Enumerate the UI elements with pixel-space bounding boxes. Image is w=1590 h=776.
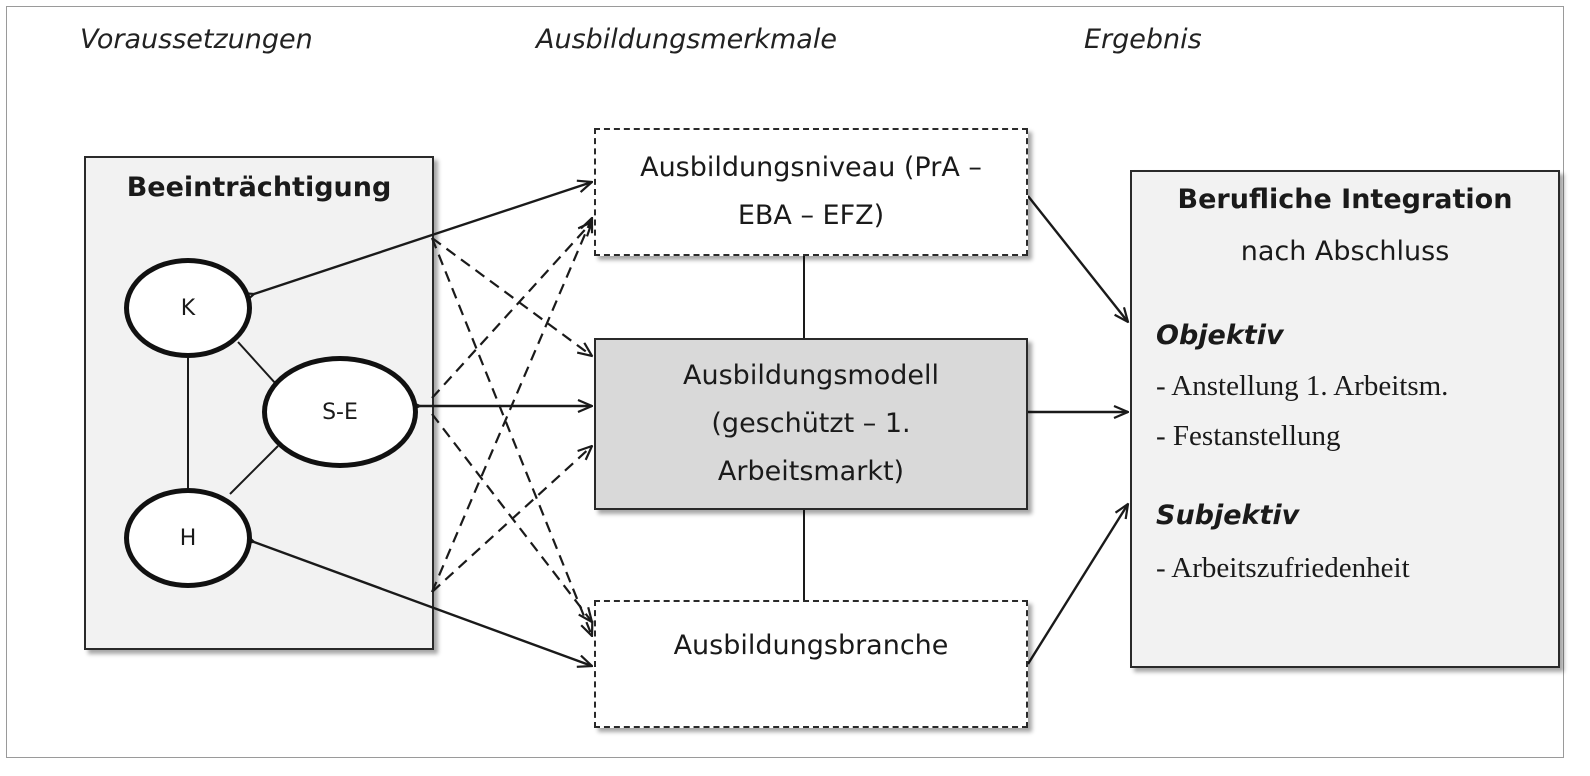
ausbildungsbranche-box: Ausbildungsbranche	[594, 600, 1028, 728]
node-k-label: K	[180, 295, 196, 321]
berufliche-integration-panel	[1130, 170, 1560, 668]
node-se: S-E	[262, 356, 418, 468]
branche-label: Ausbildungsbranche	[673, 630, 949, 661]
berufliche-integration-subtitle: nach Abschluss	[1240, 236, 1450, 267]
niveau-line1: Ausbildungsniveau (PrA –	[640, 152, 982, 183]
node-h-label: H	[179, 525, 197, 551]
ausbildungsniveau-box: Ausbildungsniveau (PrA – EBA – EFZ)	[594, 128, 1028, 256]
node-k: K	[124, 258, 252, 358]
modell-line2: (geschützt – 1.	[711, 408, 911, 439]
arrow-k-niveau	[254, 182, 592, 294]
header-ergebnis: Ergebnis	[1084, 24, 1202, 55]
header-voraussetzungen: Voraussetzungen	[80, 24, 313, 55]
arrow-h-branche	[254, 542, 592, 666]
node-se-label: S-E	[322, 399, 358, 425]
dash-top-modell	[431, 237, 592, 356]
objektiv-heading: Objektiv	[1156, 320, 1284, 351]
objektiv-item-1: - Anstellung 1. Arbeitsm.	[1156, 370, 1449, 402]
ausbildungsmodell-box: Ausbildungsmodell (geschützt – 1. Arbeit…	[594, 338, 1028, 510]
dash-bottom-niveau	[430, 218, 592, 593]
subjektiv-heading: Subjektiv	[1156, 500, 1300, 531]
berufliche-integration-title: Berufliche Integration	[1177, 184, 1513, 215]
dash-bottom-modell	[431, 446, 592, 593]
objektiv-item-2: - Festanstellung	[1156, 420, 1341, 452]
node-h: H	[124, 488, 252, 588]
link-h-se	[229, 445, 279, 495]
header-ausbildungsmerkmale: Ausbildungsmerkmale	[536, 24, 837, 55]
arrow-branche-result	[1026, 504, 1128, 665]
modell-line3: Arbeitsmarkt)	[717, 456, 905, 487]
niveau-line2: EBA – EFZ)	[737, 200, 885, 231]
arrow-niveau-result	[1027, 195, 1128, 322]
link-k-se	[237, 341, 277, 385]
subjektiv-item-1: - Arbeitszufriedenheit	[1156, 552, 1410, 584]
dash-se-niveau	[431, 222, 592, 399]
modell-line1: Ausbildungsmodell	[683, 360, 939, 391]
